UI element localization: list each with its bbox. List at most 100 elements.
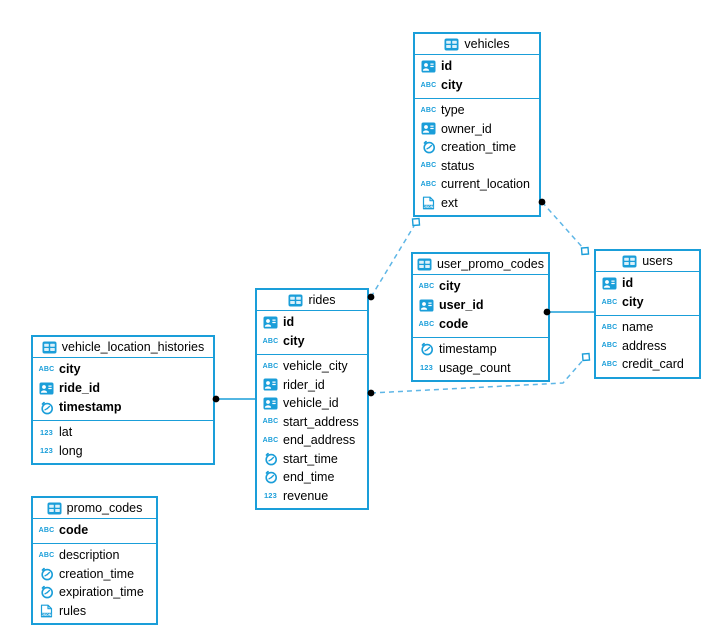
field-row-creation_time[interactable]: creation_time [33,565,156,584]
table-header[interactable]: user_promo_codes [413,254,548,275]
field-row-id[interactable]: id [415,57,539,76]
table-header[interactable]: rides [257,290,367,311]
person-badge-icon [420,60,437,73]
abc-text-icon: ABC [262,418,279,426]
field-name: description [59,548,120,562]
abc-text-icon: ABC [38,551,55,559]
field-name: city [439,279,461,294]
abc-text-icon: ABC [601,360,618,368]
field-name: expiration_time [59,585,144,599]
abc-text-icon: ABC [420,180,437,188]
table-grid-icon [47,502,62,515]
abc-text-icon: ABC [38,366,55,373]
abc-text-icon: ABC [420,162,437,170]
field-name: code [59,523,89,538]
columns-section: timestamp 123 usage_count [413,338,548,380]
table-grid-icon [288,294,303,307]
clock-icon [262,470,279,484]
numeric-123-icon: 123 [39,446,54,455]
field-row-user_id[interactable]: user_id [413,296,548,315]
table-title: rides [308,292,336,307]
field-row-creation_time[interactable]: creation_time [415,138,539,157]
field-row-start_time[interactable]: start_time [257,450,367,469]
field-name: usage_count [439,360,511,375]
field-name: start_time [283,451,338,466]
table-header[interactable]: promo_codes [33,498,156,519]
field-row-credit_card[interactable]: ABC credit_card [596,355,699,374]
field-row-timestamp[interactable]: timestamp [33,398,213,417]
abc-text-icon: ABC [601,299,618,306]
svg-text:JSON: JSON [424,205,434,209]
field-row-owner_id[interactable]: owner_id [415,120,539,139]
field-row-id[interactable]: id [257,313,367,332]
person-badge-icon [262,378,279,391]
person-badge-icon [38,382,55,395]
field-name: name [622,320,654,334]
abc-text-icon: ABC [420,82,437,89]
field-row-name[interactable]: ABC name [596,318,699,337]
field-row-description[interactable]: ABC description [33,546,156,565]
field-row-city[interactable]: ABC city [33,360,213,379]
table-grid-icon [622,255,637,268]
field-row-city[interactable]: ABC city [415,76,539,95]
table-grid-icon [42,341,57,354]
field-row-vehicle_id[interactable]: vehicle_id [257,394,367,413]
field-row-timestamp[interactable]: timestamp [413,340,548,359]
clock-icon [38,401,55,415]
table-header[interactable]: vehicles [415,34,539,55]
field-name: city [441,78,463,93]
table-header[interactable]: users [596,251,699,272]
abc-text-icon: ABC [420,106,437,114]
field-row-expiration_time[interactable]: expiration_time [33,583,156,602]
field-row-ride_id[interactable]: ride_id [33,379,213,398]
field-name: credit_card [622,357,684,371]
field-name: city [59,362,81,377]
field-name: id [622,276,634,291]
field-row-rider_id[interactable]: rider_id [257,376,367,395]
field-row-usage_count[interactable]: 123 usage_count [413,359,548,378]
numeric-123-icon: 123 [419,363,434,372]
person-badge-icon [262,316,279,329]
field-row-id[interactable]: id [596,274,699,293]
abc-text-icon: ABC [601,323,618,331]
field-name: vehicle_city [283,359,348,373]
person-badge-icon [262,397,279,410]
field-row-end_time[interactable]: end_time [257,468,367,487]
json-document-icon: JSON [420,196,437,210]
abc-text-icon: ABC [262,338,279,345]
table-header[interactable]: vehicle_location_histories [33,337,213,358]
clock-icon [38,585,55,599]
table-title: vehicles [464,36,510,51]
clock-icon [420,140,437,154]
